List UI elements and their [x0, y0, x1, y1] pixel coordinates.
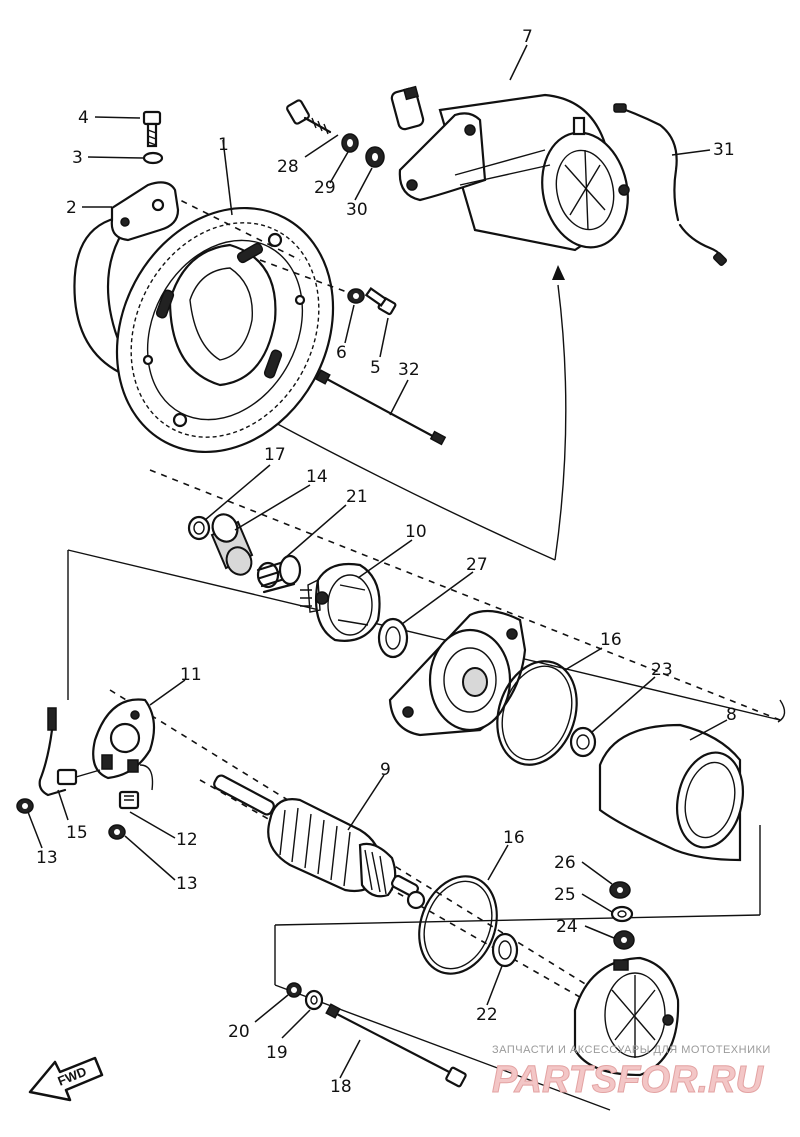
- washer-part-23: [569, 726, 597, 758]
- callout-3: 3: [72, 148, 83, 168]
- nut-part-30: [365, 146, 385, 168]
- callout-29: 29: [314, 178, 336, 198]
- spring-part-21: [256, 554, 302, 594]
- callout-14: 14: [306, 467, 328, 487]
- callout-16-lower: 16: [503, 828, 525, 848]
- callout-10: 10: [405, 522, 427, 542]
- washer-part-19: [304, 989, 324, 1011]
- callout-numbers: 4 3 2 1 5 6 7 28 29 30 31 32 17 14 21 10…: [36, 27, 737, 1097]
- through-bolt-part-18: [325, 1003, 467, 1088]
- ring-gear-housing-part-1: [73, 189, 356, 454]
- callout-4: 4: [78, 108, 89, 128]
- washer-part-6: [347, 288, 365, 304]
- callout-15: 15: [66, 823, 88, 843]
- callout-28: 28: [277, 157, 299, 177]
- watermark: ЗАПЧАСТИ И АКСЕССУАРЫ ДЛЯ МОТОТЕХНИКИ PA…: [492, 1044, 771, 1102]
- callout-22: 22: [476, 1005, 498, 1025]
- washer-part-22: [491, 932, 519, 968]
- bracket-part-2: [110, 181, 180, 242]
- brush-part-12: [118, 790, 140, 810]
- callout-17: 17: [264, 445, 286, 465]
- rod-part-32: [315, 369, 447, 446]
- callout-8: 8: [726, 705, 737, 725]
- brush-plate-part-11: [92, 698, 156, 791]
- washer-part-3: [142, 151, 164, 165]
- callout-6: 6: [336, 343, 347, 363]
- callout-13-left: 13: [36, 848, 58, 868]
- callout-19: 19: [266, 1043, 288, 1063]
- starter-clutch-part-10: [300, 562, 381, 642]
- watermark-brand: PARTSFOR.RU: [492, 1059, 764, 1101]
- o-ring-part-16-lower: [418, 875, 498, 975]
- callout-5: 5: [370, 358, 381, 378]
- callout-24: 24: [556, 917, 578, 937]
- callout-30: 30: [346, 200, 368, 220]
- bushing-part-14: [210, 513, 254, 576]
- watermark-tagline: ЗАПЧАСТИ И АКСЕССУАРЫ ДЛЯ МОТОТЕХНИКИ: [492, 1044, 771, 1056]
- callout-27: 27: [466, 555, 488, 575]
- brush-lead-part-15: [38, 707, 101, 797]
- washer-part-25: [610, 905, 634, 923]
- callout-20: 20: [228, 1022, 250, 1042]
- callout-13-right: 13: [176, 874, 198, 894]
- yoke-part-8: [598, 723, 744, 862]
- rear-cover: [573, 956, 680, 1077]
- callout-12: 12: [176, 830, 198, 850]
- o-ring-part-17: [187, 515, 211, 541]
- callout-31: 31: [713, 140, 735, 160]
- screw-part-13-right: [108, 824, 126, 840]
- callout-25: 25: [554, 885, 576, 905]
- armature-part-9: [213, 774, 426, 910]
- screw-part-13-left: [16, 798, 34, 814]
- callout-23: 23: [651, 660, 673, 680]
- bolt-part-5: [364, 287, 397, 316]
- nut-part-26: [609, 881, 631, 899]
- leader-lines: [27, 44, 728, 1079]
- forward-arrow-icon: FWD: [28, 1056, 104, 1102]
- bolt-part-4: [142, 110, 162, 148]
- callout-9: 9: [380, 760, 391, 780]
- bolt-part-28: [286, 99, 332, 135]
- lead-wire-part-31: [613, 103, 727, 266]
- starter-motor-part-7: [390, 85, 630, 252]
- front-cover: [388, 609, 527, 737]
- callout-7: 7: [522, 27, 533, 47]
- callout-16-upper: 16: [600, 630, 622, 650]
- callout-26: 26: [554, 853, 576, 873]
- washer-part-29: [341, 133, 359, 153]
- callout-21: 21: [346, 487, 368, 507]
- callout-18: 18: [330, 1077, 352, 1097]
- callout-2: 2: [66, 198, 77, 218]
- callout-1: 1: [218, 135, 229, 155]
- washer-part-27: [377, 617, 409, 659]
- callout-32: 32: [398, 360, 420, 380]
- nut-part-24: [613, 930, 635, 950]
- o-ring-part-20: [286, 982, 302, 998]
- o-ring-part-16-upper: [496, 660, 578, 766]
- callout-11: 11: [180, 665, 202, 685]
